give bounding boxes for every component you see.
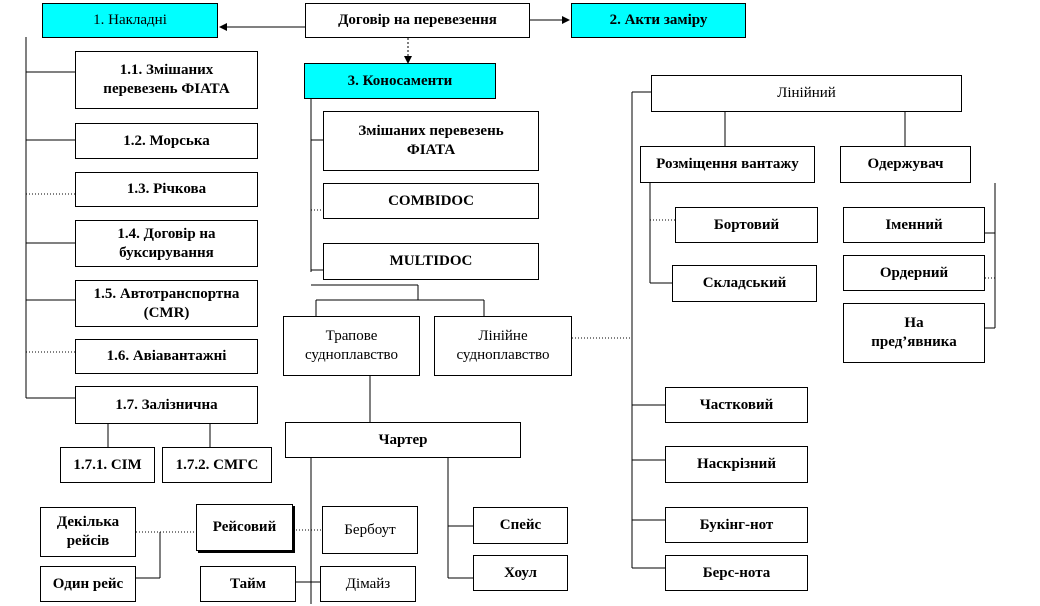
booking-note-node: Букінг-нот: [665, 507, 808, 543]
demise-charter-node: Дімайз: [320, 566, 416, 602]
charter-node: Чартер: [285, 422, 521, 458]
waybill-rail-node: 1.7. Залізнична: [75, 386, 258, 424]
waybill-cim-node: 1.7.1. CIM: [60, 447, 155, 483]
recipient-node: Одержувач: [840, 146, 971, 183]
tramp-shipping-node: Трапове судноплавство: [283, 316, 420, 376]
onboard-node: Бортовий: [675, 207, 818, 243]
bearer-node: На пред’явника: [843, 303, 985, 363]
voyage-charter-node: Рейсовий: [196, 504, 293, 551]
time-charter-node: Тайм: [200, 566, 296, 602]
measure-acts-node: 2. Акти заміру: [571, 3, 746, 38]
named-node: Іменний: [843, 207, 985, 243]
berth-note-node: Берс-нота: [665, 555, 808, 591]
waybill-mixed-fiata-node: 1.1. Змішаних перевезень ФІАТА: [75, 51, 258, 109]
cargo-placement-node: Розміщення вантажу: [640, 146, 815, 183]
bol-mixed-fiata-node: Змішаних перевезень ФІАТА: [323, 111, 539, 171]
warehouse-node: Складський: [672, 265, 817, 302]
waybill-auto-cmr-node: 1.5. Автотранспортна (CMR): [75, 280, 258, 327]
bol-multidoc-node: MULTIDOC: [323, 243, 539, 280]
waybill-sea-node: 1.2. Морська: [75, 123, 258, 159]
bills-of-lading-node: 3. Коносаменти: [304, 63, 496, 99]
linear-node: Лінійний: [651, 75, 962, 112]
whole-charter-node: Хоул: [473, 555, 568, 591]
bareboat-charter-node: Бербоут: [322, 506, 418, 554]
waybill-river-node: 1.3. Річкова: [75, 172, 258, 207]
one-voyage-node: Один рейс: [40, 566, 136, 602]
order-node: Ордерний: [843, 255, 985, 291]
space-charter-node: Спейс: [473, 507, 568, 544]
several-voyages-node: Декілька рейсів: [40, 507, 136, 557]
bol-combidoc-node: COMBIDOC: [323, 183, 539, 219]
waybill-air-node: 1.6. Авіавантажні: [75, 339, 258, 374]
waybill-smgs-node: 1.7.2. СМГС: [162, 447, 272, 483]
partial-node: Частковий: [665, 387, 808, 423]
through-node: Наскрізний: [665, 446, 808, 483]
liner-shipping-node: Лінійне судноплавство: [434, 316, 572, 376]
waybills-node: 1. Накладні: [42, 3, 218, 38]
waybill-towing-node: 1.4. Договір на буксирування: [75, 220, 258, 267]
contract-node: Договір на перевезення: [305, 3, 530, 38]
